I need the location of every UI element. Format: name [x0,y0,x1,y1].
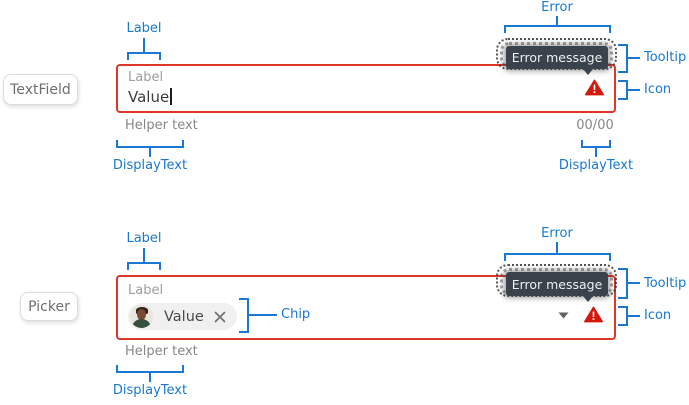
chevron-down-icon[interactable] [557,311,570,320]
textfield-value-text: Value [128,88,170,106]
bracket-stem [595,148,597,157]
picker-floating-label: Label [128,283,164,298]
bracket-stem [556,16,558,25]
textfield-value: Value [128,87,172,107]
bracket-tooltip [618,44,628,73]
picker-badge: Picker [20,292,78,321]
bracket-chip [239,298,249,333]
picker-input[interactable]: Label Value [116,275,616,340]
bracket-error [504,253,611,261]
annotation-error-picker: Error [541,226,573,241]
textfield-floating-label: Label [128,70,164,85]
text-cursor [170,88,172,105]
textfield-input[interactable]: Label Value [116,64,616,113]
helper-text-picker: Helper text [125,344,198,359]
annotation-icon-textfield: Icon [644,82,672,97]
bracket-stem [149,148,151,157]
bracket-stem [143,38,145,52]
avatar-shirt [132,319,151,328]
avatar-face [137,309,146,320]
bracket-displaytext [581,140,611,148]
bracket-connector [628,315,640,317]
bracket-icon [618,80,628,100]
bracket-icon [618,306,628,326]
chip-value: Value [164,308,204,325]
selected-chip[interactable]: Value [128,303,237,330]
annotation-displaytext-counter: DisplayText [558,158,634,173]
bracket-stem [149,373,151,382]
close-icon[interactable] [213,310,227,324]
character-counter: 00/00 [576,118,614,133]
bracket-label [127,52,161,60]
avatar [130,305,153,328]
error-tooltip-text: Error message [511,50,603,65]
bracket-connector [628,282,640,284]
bracket-connector [628,57,640,59]
annotation-displaytext-helper: DisplayText [112,158,188,173]
bracket-displaytext [116,365,184,373]
picker-badge-label: Picker [28,298,70,315]
tooltip-tail [583,296,593,302]
annotation-label-textfield: Label [126,21,162,36]
error-tooltip-textfield: Error message [506,46,608,75]
bracket-label [127,262,161,270]
bracket-stem [556,242,558,253]
annotation-error-textfield: Error [541,0,573,15]
annotation-tooltip-picker: Tooltip [644,276,687,291]
warning-icon[interactable] [584,306,603,323]
error-tooltip-picker: Error message [506,272,608,302]
warning-icon[interactable] [585,79,604,96]
helper-text-textfield: Helper text [125,118,198,133]
error-tooltip-text: Error message [511,276,603,292]
textfield-badge-label: TextField [10,81,71,98]
annotation-label-picker: Label [126,231,162,246]
annotation-chip: Chip [281,307,311,322]
bracket-error [504,25,611,33]
annotation-icon-picker: Icon [644,308,672,323]
bracket-tooltip [618,268,628,299]
bracket-connector [628,89,640,91]
bracket-connector [249,314,277,316]
bracket-displaytext [116,140,184,148]
textfield-badge: TextField [3,74,78,105]
tooltip-tail [583,69,593,75]
annotation-displaytext-picker: DisplayText [112,383,188,398]
annotation-tooltip-textfield: Tooltip [644,50,687,65]
bracket-stem [143,248,145,262]
